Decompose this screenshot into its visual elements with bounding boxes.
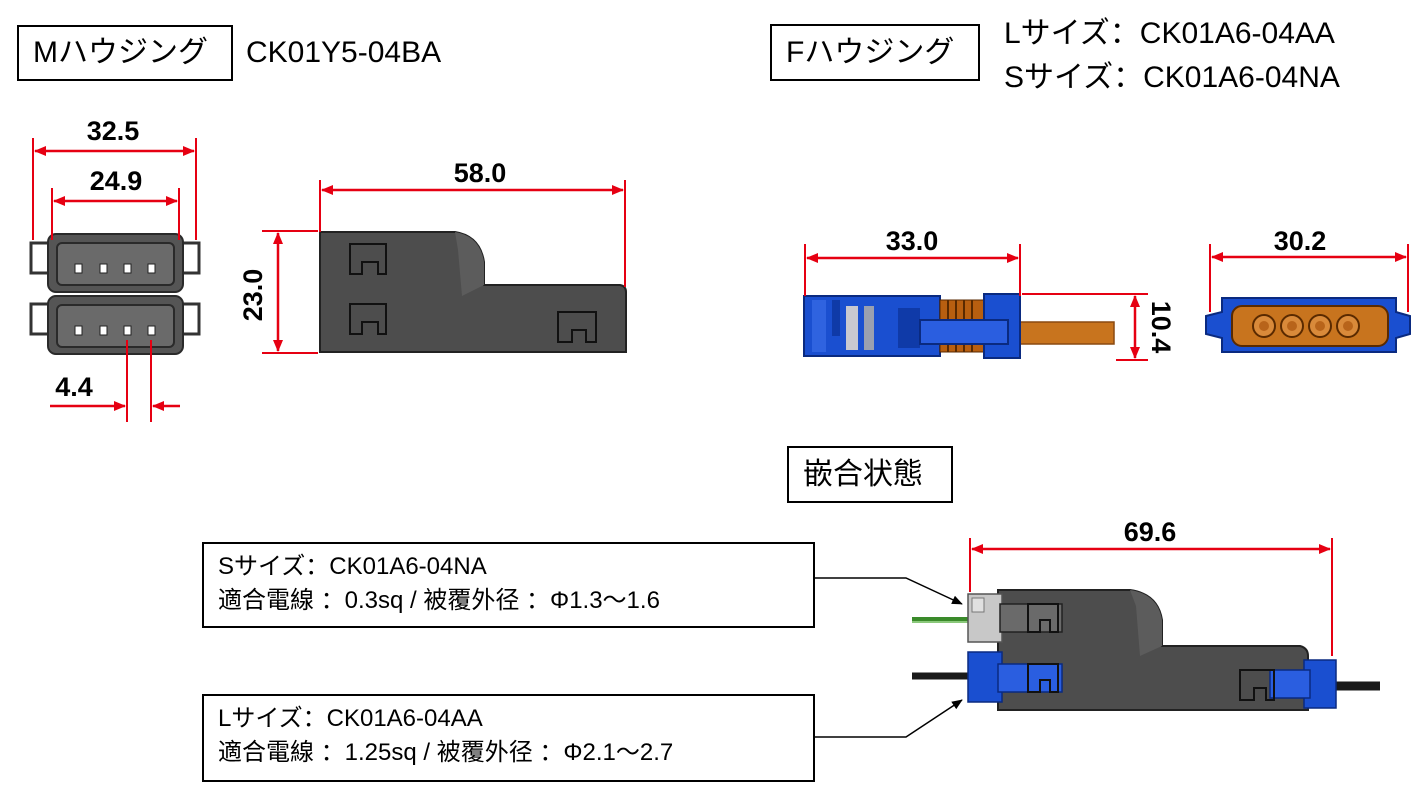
- m-height-label: 23.0: [238, 269, 268, 322]
- l-size-note-line1: Lサイズ：CK01A6-04AA: [218, 705, 483, 732]
- f-housing-s-size: Sサイズ：CK01A6-04NA: [1004, 61, 1340, 94]
- m-housing-dimensions: 32.5 24.9 4.4: [32, 116, 197, 422]
- m-outer-width-label: 32.5: [87, 116, 140, 146]
- s-size-note-line2: 適合電線 ：0.3sq / 被覆外径 ：Φ1.3～1.6: [218, 587, 660, 614]
- m-housing-part-number: CK01Y5-04BA: [246, 36, 442, 69]
- mated-assembly-view: [912, 589, 1380, 711]
- f-side-dimensions: 33.0 10.4: [804, 226, 1176, 361]
- m-housing-front-view: [29, 233, 201, 355]
- f-housing-label-box: Fハウジング: [770, 24, 980, 81]
- mated-dimensions: 69.6: [969, 517, 1333, 656]
- f-housing-l-size: Lサイズ：CK01A6-04AA: [1004, 17, 1335, 50]
- m-housing-side-view: [319, 231, 627, 353]
- m-inner-width-label: 24.9: [90, 166, 143, 196]
- s-size-note: Sサイズ：CK01A6-04NA 適合電線 ：0.3sq / 被覆外径 ：Φ1.…: [202, 542, 815, 628]
- s-size-note-line1: Sサイズ：CK01A6-04NA: [218, 553, 487, 580]
- l-size-note: Lサイズ：CK01A6-04AA 適合電線 ：1.25sq / 被覆外径 ：Φ2…: [202, 694, 815, 782]
- l-size-note-line2: 適合電線 ：1.25sq / 被覆外径 ：Φ2.1～2.7: [218, 739, 674, 766]
- f-height-label: 10.4: [1146, 301, 1176, 354]
- f-housing-label: Fハウジング: [786, 35, 955, 69]
- f-housing-front-view: [1205, 297, 1411, 353]
- m-pitch-label: 4.4: [55, 372, 93, 402]
- callout-leaders: [815, 577, 963, 738]
- f-front-dimensions: 30.2: [1209, 226, 1409, 312]
- mated-state-label: 嵌合状態: [803, 457, 923, 491]
- f-housing-side-view: [803, 293, 1115, 359]
- m-length-label: 58.0: [454, 158, 507, 188]
- m-housing-label-box: Mハウジング: [17, 25, 233, 81]
- m-side-dimensions: 58.0 23.0: [238, 158, 626, 354]
- f-width-label: 30.2: [1274, 226, 1327, 256]
- m-housing-label: Mハウジング: [33, 36, 208, 69]
- f-length-label: 33.0: [886, 226, 939, 256]
- mated-state-label-box: 嵌合状態: [787, 446, 953, 503]
- mated-length-label: 69.6: [1124, 517, 1177, 547]
